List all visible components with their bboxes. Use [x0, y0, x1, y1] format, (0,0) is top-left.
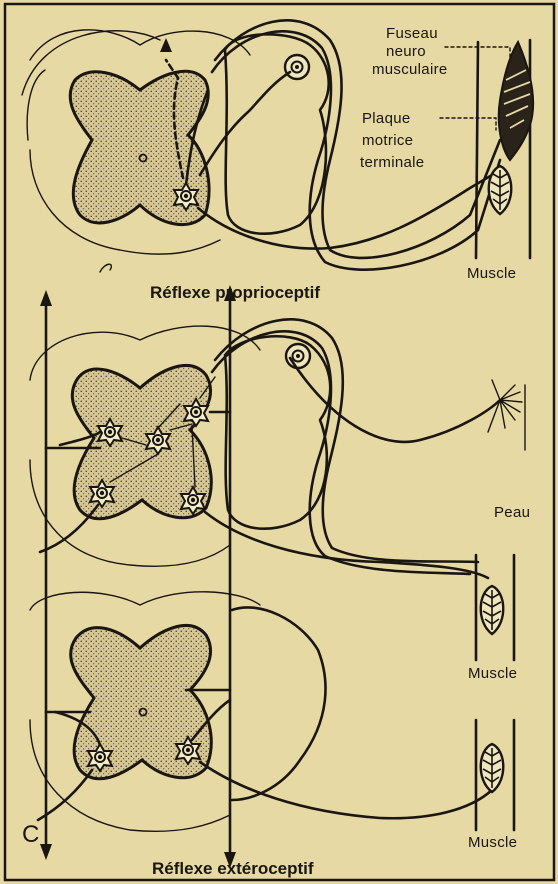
label-muscle-middle: Muscle	[468, 666, 517, 682]
label-muscle-top: Muscle	[467, 266, 516, 282]
title-proprioceptive-reflex: Réflexe proprioceptif	[150, 284, 320, 302]
sensory-ganglion-middle	[286, 344, 310, 368]
label-fuseau-1: Fuseau	[386, 26, 438, 42]
exteroceptive-reflex-lower	[30, 592, 492, 832]
proprioceptive-reflex-panel	[22, 20, 533, 272]
sensory-ganglion-top	[285, 55, 309, 79]
title-exteroceptive-reflex: Réflexe extéroceptif	[152, 860, 314, 878]
muscle-fiber-bottom	[481, 744, 504, 792]
label-muscle-bottom: Muscle	[468, 835, 517, 851]
label-peau: Peau	[494, 505, 530, 521]
muscles-lower	[476, 555, 514, 830]
muscle-fiber-top	[489, 166, 512, 214]
label-fuseau-3: musculaire	[372, 62, 448, 78]
ascending-descending-tracts	[40, 285, 236, 868]
label-plaque-3: terminale	[360, 155, 424, 171]
label-plaque-2: motrice	[362, 133, 413, 149]
label-plaque-1: Plaque	[362, 111, 411, 127]
panel-letter: C	[22, 822, 39, 847]
neuromuscular-spindle	[499, 42, 533, 160]
muscle-fiber-middle	[481, 586, 504, 634]
label-fuseau-2: neuro	[386, 44, 426, 60]
exteroceptive-reflex-upper	[30, 319, 525, 578]
